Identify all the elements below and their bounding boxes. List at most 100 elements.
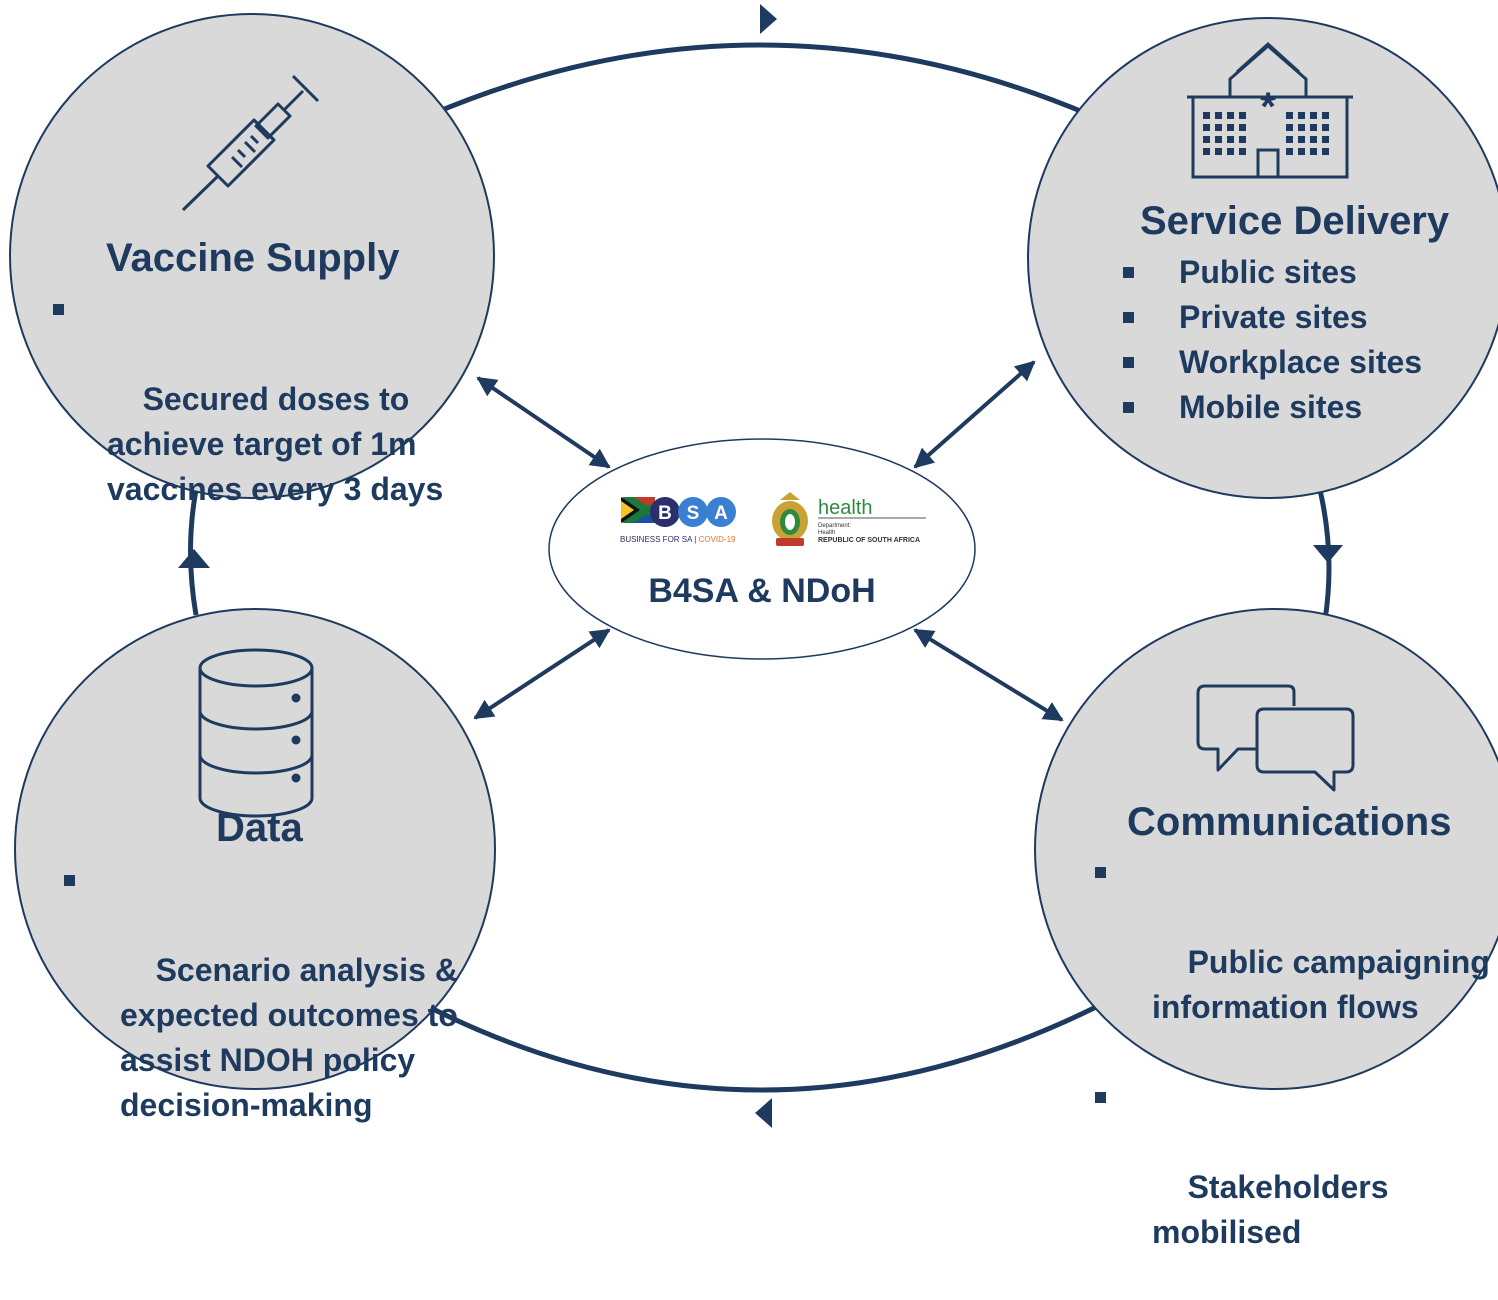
ring-arrow-top [760,4,777,34]
hospital-window [1203,124,1210,131]
hospital-window [1203,136,1210,143]
bullet-icon [1123,267,1134,278]
list-item: Stakeholders mobilised [1092,1075,1498,1300]
health-dept-line3: REPUBLIC OF SOUTH AFRICA [818,537,920,544]
list-item: Public sites [1120,250,1422,295]
bullet-icon [1095,1092,1106,1103]
list-item: Scenario analysis & expected outcomes to… [60,858,458,1173]
vaccine-supply-circle [9,13,495,499]
bullet-icon [64,875,75,886]
hospital-window [1298,112,1305,119]
hospital-window [1215,124,1222,131]
communications-item-text: Stakeholders mobilised [1152,1169,1389,1250]
syringe-icon [181,74,320,212]
health-word: health [818,497,873,519]
hospital-window [1239,136,1246,143]
service-delivery-list: Public sites Private sites Workplace sit… [1120,250,1422,430]
hospital-window [1227,112,1234,119]
bsa-b-badge [650,497,680,527]
database-icon [198,648,314,818]
communications-item-text: Public campaigning & information flows [1152,944,1490,1025]
hospital-window [1298,136,1305,143]
bsa-logo: B S A BUSINESS FOR SA | COVID-19 [620,497,736,544]
vaccine-supply-title: Vaccine Supply [106,236,400,280]
hospital-window [1215,136,1222,143]
bullet-icon [1123,402,1134,413]
svg-text:*: * [1260,85,1276,129]
hospital-window [1310,148,1317,155]
hospital-icon: * [1187,41,1353,179]
hospital-window [1286,136,1293,143]
hospital-window [1239,148,1246,155]
bsa-caption-right: COVID-19 [699,535,736,544]
communications-list: Public campaigning & information flows S… [1092,850,1498,1300]
bullet-icon [1123,312,1134,323]
bsa-s-badge [678,497,708,527]
sa-flag-icon [621,497,655,523]
hospital-window [1286,112,1293,119]
hospital-window [1322,136,1329,143]
hospital-window [1286,148,1293,155]
bsa-caption: BUSINESS FOR SA | COVID-19 [620,535,736,544]
center-label: B4SA & NDoH [648,572,876,610]
hospital-window [1227,148,1234,155]
ring-arrow-left [178,549,210,568]
data-title: Data [216,806,303,850]
bsa-letter-b: B [658,503,672,524]
arrow-hub-data [473,628,611,720]
data-circle [14,608,496,1090]
bullet-icon [1095,867,1106,878]
service-delivery-item-text: Private sites [1179,299,1368,335]
hospital-window [1239,112,1246,119]
data-list: Scenario analysis & expected outcomes to… [60,858,458,1173]
hospital-window [1310,112,1317,119]
health-dept-logo: health Department: Health REPUBLIC OF SO… [772,492,926,546]
health-dept-line1: Department: [818,523,851,529]
hospital-window [1239,124,1246,131]
hospital-window [1322,124,1329,131]
hospital-window [1310,124,1317,131]
hospital-window [1322,148,1329,155]
vaccine-supply-list: Secured doses to achieve target of 1m va… [48,287,443,557]
arrow-hub-service [913,360,1036,469]
hospital-window [1203,112,1210,119]
list-item: Mobile sites [1120,385,1422,430]
hospital-window [1322,112,1329,119]
health-dept-line2: Health [818,530,835,536]
coat-of-arms-icon [772,492,808,546]
service-delivery-circle [1027,17,1498,499]
hospital-window [1310,136,1317,143]
list-item: Private sites [1120,295,1422,340]
bullet-icon [1123,357,1134,368]
list-item: Secured doses to achieve target of 1m va… [48,287,443,557]
data-item-text: Scenario analysis & expected outcomes to… [120,952,458,1123]
center-hub [548,438,976,660]
hospital-windows [1203,112,1329,155]
hospital-window [1298,124,1305,131]
ring-arrow-bottom [755,1098,772,1128]
hospital-window [1215,148,1222,155]
vaccine-supply-item-text: Secured doses to achieve target of 1m va… [107,381,444,507]
bsa-letter-s: S [687,503,700,524]
cycle-ring [188,42,1332,1093]
diagram-canvas: * B S A BUSINESS FOR SA | CO [9,4,1498,1128]
list-item: Workplace sites [1120,340,1422,385]
hospital-window [1215,112,1222,119]
service-delivery-item-text: Public sites [1179,254,1357,290]
arrow-hub-vaccine [476,376,611,469]
service-delivery-item-text: Workplace sites [1179,344,1423,380]
communications-circle [1034,608,1498,1090]
hospital-window [1227,136,1234,143]
hospital-window [1286,124,1293,131]
service-delivery-title: Service Delivery [1140,199,1450,243]
hospital-window [1298,148,1305,155]
hospital-window [1227,124,1234,131]
bsa-caption-left: BUSINESS FOR SA | [620,535,696,544]
hospital-window [1203,148,1210,155]
bsa-a-badge [706,497,736,527]
communications-title: Communications [1127,800,1452,844]
service-delivery-item-text: Mobile sites [1179,389,1363,425]
list-item: Public campaigning & information flows [1092,850,1498,1075]
bsa-letter-a: A [714,503,728,524]
arrow-hub-comms [913,628,1064,722]
